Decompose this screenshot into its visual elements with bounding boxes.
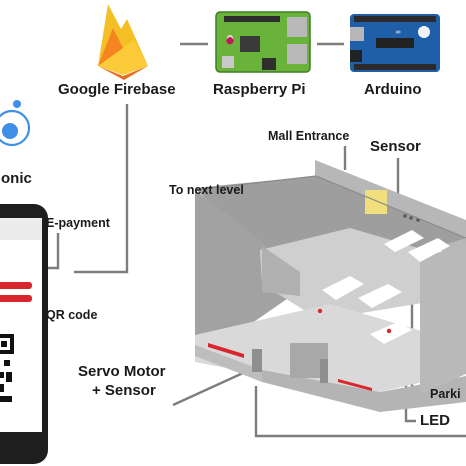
ionic-label: onic xyxy=(1,170,32,187)
parking-building-model xyxy=(194,160,466,412)
firebase-label: Google Firebase xyxy=(58,81,176,98)
svg-text:∞: ∞ xyxy=(396,29,401,36)
parking-bays xyxy=(322,230,450,344)
led-label: LED xyxy=(420,412,450,429)
arduino-label: Arduino xyxy=(364,81,422,98)
red-led-strips xyxy=(208,308,392,391)
servo-motor-leader xyxy=(172,371,244,407)
servo-motor-label-line1: Servo Motor xyxy=(78,363,166,380)
mall-entrance-label: Mall Entrance xyxy=(268,129,350,143)
bottom-return-connector xyxy=(254,386,466,438)
raspberry-pi-label: Raspberry Pi xyxy=(213,81,306,98)
parking-label: Parki xyxy=(430,387,461,401)
firebase-flame-icon xyxy=(98,4,148,80)
entrance-sensor-panel xyxy=(365,190,387,214)
qr-code-label: QR code xyxy=(46,308,98,322)
raspberry-pi-board-icon xyxy=(215,11,311,73)
servo-motor-label-line2: + Sensor xyxy=(92,382,156,399)
sensor-label: Sensor xyxy=(370,138,421,155)
to-next-level-label: To next level xyxy=(169,183,244,197)
arduino-board-icon: ∞ xyxy=(350,14,440,72)
e-payment-label: E-payment xyxy=(46,216,110,230)
qr-code-image xyxy=(0,334,14,402)
ionic-logo-icon xyxy=(0,100,31,147)
smartphone xyxy=(0,204,48,464)
firebase-app-connector xyxy=(74,104,129,274)
